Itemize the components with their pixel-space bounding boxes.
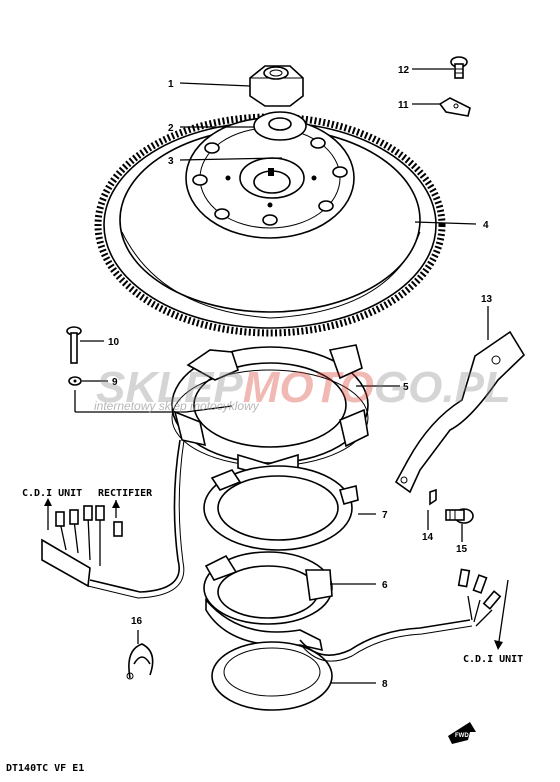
callout-14: 14 xyxy=(422,532,434,543)
wire-clamp-16 xyxy=(126,643,154,680)
bolt-15 xyxy=(445,508,474,524)
callout-7: 7 xyxy=(382,510,388,521)
callout-labels: 1 2 3 4 5 6 7 8 9 10 11 12 13 14 15 16 xyxy=(108,65,493,690)
callout-10: 10 xyxy=(108,337,120,348)
flywheel-nut xyxy=(249,65,304,107)
callout-15: 15 xyxy=(456,544,468,555)
callout-16: 16 xyxy=(131,616,143,627)
callout-6: 6 xyxy=(382,580,388,591)
callout-8: 8 xyxy=(382,679,388,690)
pulser-base-plate xyxy=(203,465,359,551)
rectifier-label: RECTIFIER xyxy=(98,488,153,499)
watermark-brand: SKLEPMOTOGO.PL xyxy=(96,363,511,412)
leader-lines xyxy=(44,68,509,684)
wiring-harness-right xyxy=(299,568,502,662)
flywheel xyxy=(94,113,446,337)
callout-4: 4 xyxy=(483,220,489,231)
callout-9: 9 xyxy=(112,377,118,388)
annotations: C.D.I UNIT RECTIFIER C.D.I UNIT DT140TC … xyxy=(6,488,523,774)
fwd-direction-arrow: FWD xyxy=(448,722,476,744)
watermark-tagline: internetowy sklep motocyklowy xyxy=(94,399,260,413)
bracket-13 xyxy=(394,330,526,494)
washer-14 xyxy=(429,488,437,506)
stator-coil xyxy=(171,344,369,477)
callout-12: 12 xyxy=(398,65,410,76)
fwd-label: FWD xyxy=(455,733,469,739)
cdi-unit-label-right: C.D.I UNIT xyxy=(463,654,523,665)
watermark: SKLEPMOTOGO.PL internetowy sklep motocyk… xyxy=(94,363,511,413)
callout-2: 2 xyxy=(168,123,174,134)
callout-3: 3 xyxy=(168,156,174,167)
bolt-12 xyxy=(450,56,468,79)
callout-5: 5 xyxy=(403,382,409,393)
flywheel-washer xyxy=(253,111,307,141)
clamp-11 xyxy=(438,97,471,117)
charge-coil xyxy=(203,551,333,652)
washer-9 xyxy=(68,376,82,386)
callout-13: 13 xyxy=(481,294,493,305)
flywheel-ring-gear-teeth xyxy=(94,113,446,337)
callout-11: 11 xyxy=(398,100,409,111)
wiring-harness-left xyxy=(41,439,185,599)
cdi-unit-label-left: C.D.I UNIT xyxy=(22,488,82,499)
screw-10 xyxy=(66,326,82,364)
plate-8 xyxy=(211,641,333,711)
model-code: DT140TC VF E1 xyxy=(6,763,84,774)
callout-1: 1 xyxy=(168,79,174,90)
